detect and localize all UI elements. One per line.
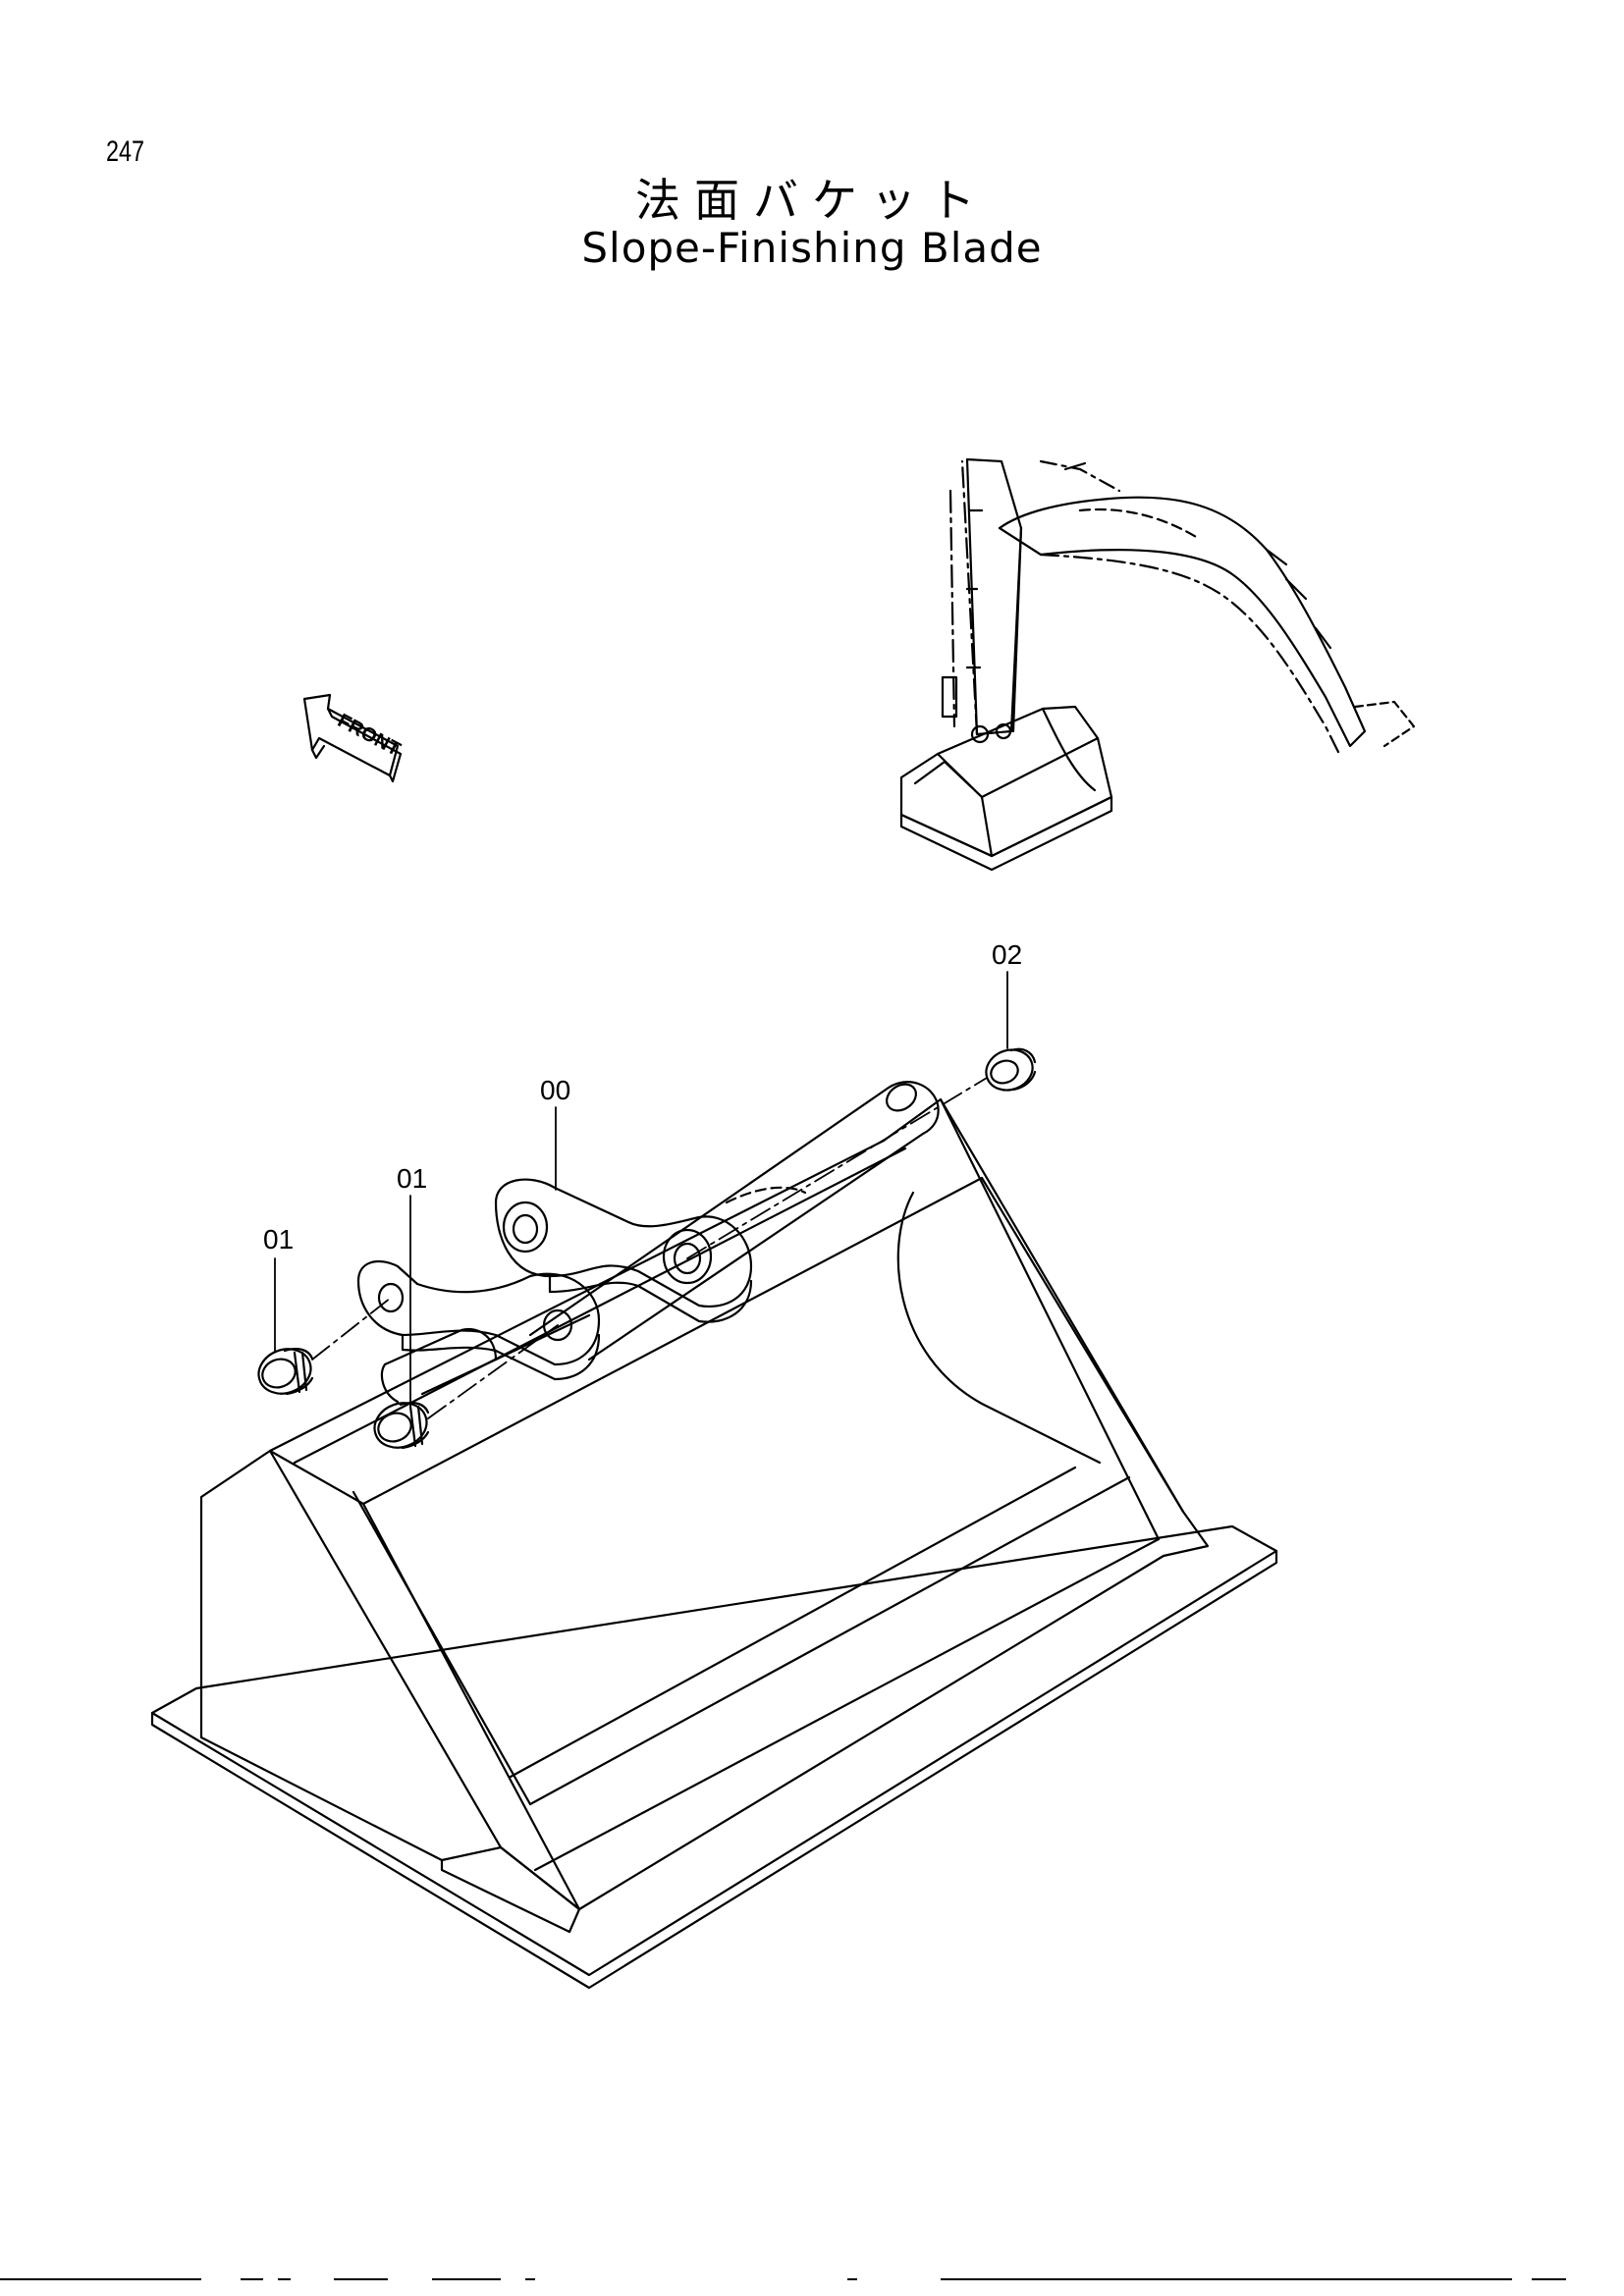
callout-02: 02 <box>992 939 1022 970</box>
title-english: Slope-Finishing Blade <box>581 224 1043 272</box>
excavator-arm-overview <box>899 457 1416 872</box>
bushing-01-left <box>257 1348 314 1396</box>
bushing-02 <box>985 1047 1037 1092</box>
bushing-01-center <box>373 1402 430 1450</box>
title-japanese: 法面バケット <box>635 174 989 227</box>
bracket-assembly <box>356 1081 940 1404</box>
center-lines <box>311 1077 988 1419</box>
bucket-assembly <box>150 1097 1278 1990</box>
callout-01-center: 01 <box>397 1163 427 1194</box>
leader-lines <box>274 971 1008 1407</box>
page-number: 247 <box>106 135 145 168</box>
front-arrow-icon: FRONT <box>302 693 404 783</box>
callout-01-left: 01 <box>263 1224 294 1255</box>
callout-00: 00 <box>540 1075 570 1105</box>
